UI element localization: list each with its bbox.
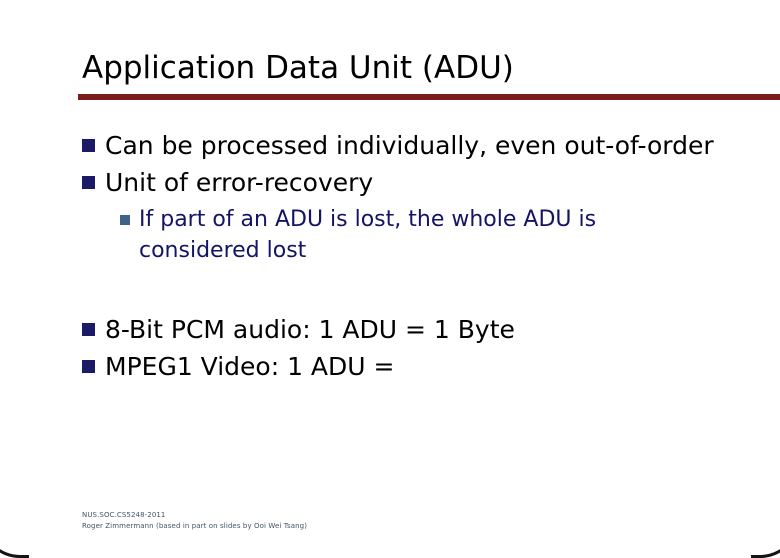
bullet-item-1-label: Can be processed individually, even out-… [105,131,714,160]
slide-footer: NUS.SOC.CS5248-2011 Roger Zimmermann (ba… [82,510,307,532]
square-bullet-icon [120,215,130,225]
slide-corner-top-right [751,0,780,31]
square-bullet-icon [82,360,95,373]
slide-corner-bottom-left [0,509,29,558]
slide-title: Application Data Unit (ADU) [82,50,514,86]
content-spacer [0,266,780,312]
slide-body: Can be processed individually, even out-… [0,128,780,386]
footer-attribution: Roger Zimmermann (based in part on slide… [82,522,308,530]
slide-corner-bottom-right [751,509,780,558]
bullet-item-5: MPEG1 Video: 1 ADU = [0,349,780,384]
title-divider-rule [78,94,780,100]
square-bullet-icon [82,139,95,152]
bullet-item-3-label: If part of an ADU is lost, the whole ADU… [139,207,597,263]
slide-corner-top-left [0,0,29,31]
bullet-item-2-label: Unit of error-recovery [105,168,374,197]
bullet-item-3-sub: If part of an ADU is lost, the whole ADU… [0,204,780,266]
bullet-item-1: Can be processed individually, even out-… [0,128,780,163]
square-bullet-icon [82,176,95,189]
square-bullet-icon [82,323,95,336]
bullet-item-4-label: 8-Bit PCM audio: 1 ADU = 1 Byte [105,315,515,344]
bullet-item-5-label: MPEG1 Video: 1 ADU = [105,352,395,381]
footer-course-code: NUS.SOC.CS5248-2011 [82,511,166,519]
bullet-item-4: 8-Bit PCM audio: 1 ADU = 1 Byte [0,312,780,347]
bullet-item-2: Unit of error-recovery [0,165,780,200]
